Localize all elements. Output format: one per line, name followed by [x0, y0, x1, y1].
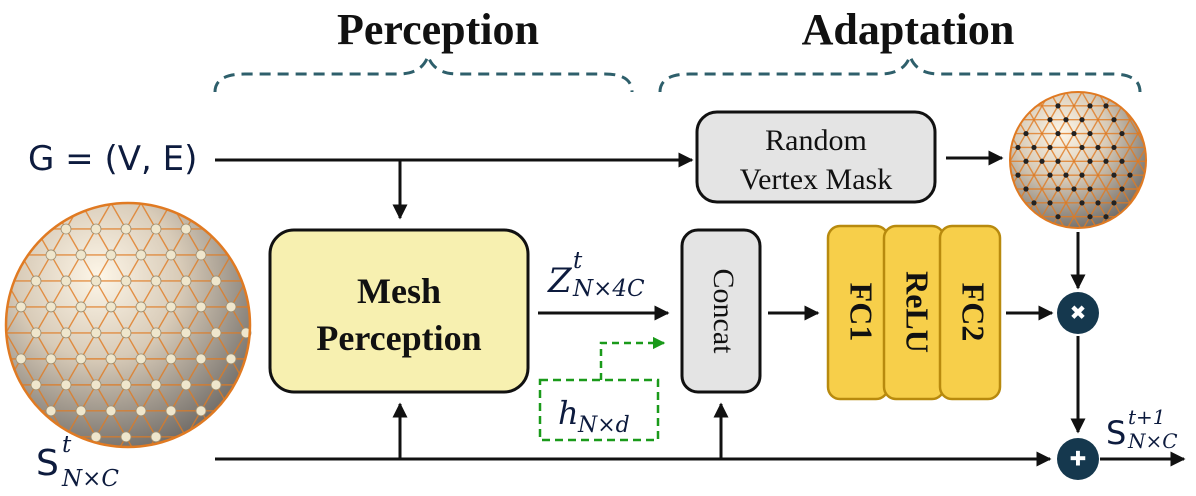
svg-text:ReLU: ReLU — [900, 271, 936, 353]
svg-text:Perception: Perception — [316, 318, 481, 358]
svg-text:Z: Z — [547, 261, 573, 301]
svg-text:t: t — [62, 432, 72, 458]
perception-title: Perception — [337, 5, 539, 54]
svg-text:N×C: N×C — [61, 466, 119, 492]
hidden-state-to-concat-arrow — [599, 336, 666, 380]
perception-brace — [213, 51, 634, 93]
svg-text:Concat: Concat — [707, 269, 740, 355]
svg-text:Mesh: Mesh — [357, 271, 441, 311]
output-state-label: S t+1 N×C — [1106, 405, 1178, 453]
svg-text:t: t — [573, 248, 583, 274]
mesh-perception-block: Mesh Perception — [268, 228, 530, 394]
svg-text:S: S — [1106, 414, 1126, 452]
fc2-block: FC2 — [938, 224, 1002, 401]
adaptation-title: Adaptation — [802, 5, 1015, 54]
random-vertex-mask-block: Random Vertex Mask — [695, 110, 937, 204]
svg-text:✖: ✖ — [1070, 301, 1087, 325]
svg-text:Random: Random — [765, 124, 867, 157]
svg-text:N×4C: N×4C — [572, 276, 645, 302]
graph-input-label: G = (V, E) — [28, 139, 197, 179]
svg-text:FC1: FC1 — [844, 283, 880, 342]
input-state-label: S t N×C — [36, 432, 119, 492]
multiply-operator: ✖ — [1057, 292, 1099, 334]
svg-text:t+1: t+1 — [1128, 405, 1166, 429]
relu-block: ReLU — [882, 224, 946, 401]
svg-text:N×C: N×C — [1127, 429, 1178, 453]
masked-mesh-sphere — [1009, 91, 1147, 229]
fc1-block: FC1 — [826, 224, 890, 401]
z-feature-label: Z t N×4C — [547, 248, 645, 302]
adaptation-brace — [658, 51, 1142, 93]
svg-text:FC2: FC2 — [956, 283, 992, 342]
svg-text:Vertex Mask: Vertex Mask — [740, 163, 892, 196]
svg-text:S: S — [36, 443, 59, 484]
input-mesh-sphere — [4, 201, 252, 449]
svg-text:✚: ✚ — [1070, 447, 1087, 471]
svg-text:h: h — [558, 394, 579, 432]
concat-block: Concat — [680, 228, 762, 394]
hidden-state-box: h N×d — [538, 378, 660, 442]
add-operator: ✚ — [1057, 438, 1099, 480]
svg-text:N×d: N×d — [577, 413, 630, 438]
